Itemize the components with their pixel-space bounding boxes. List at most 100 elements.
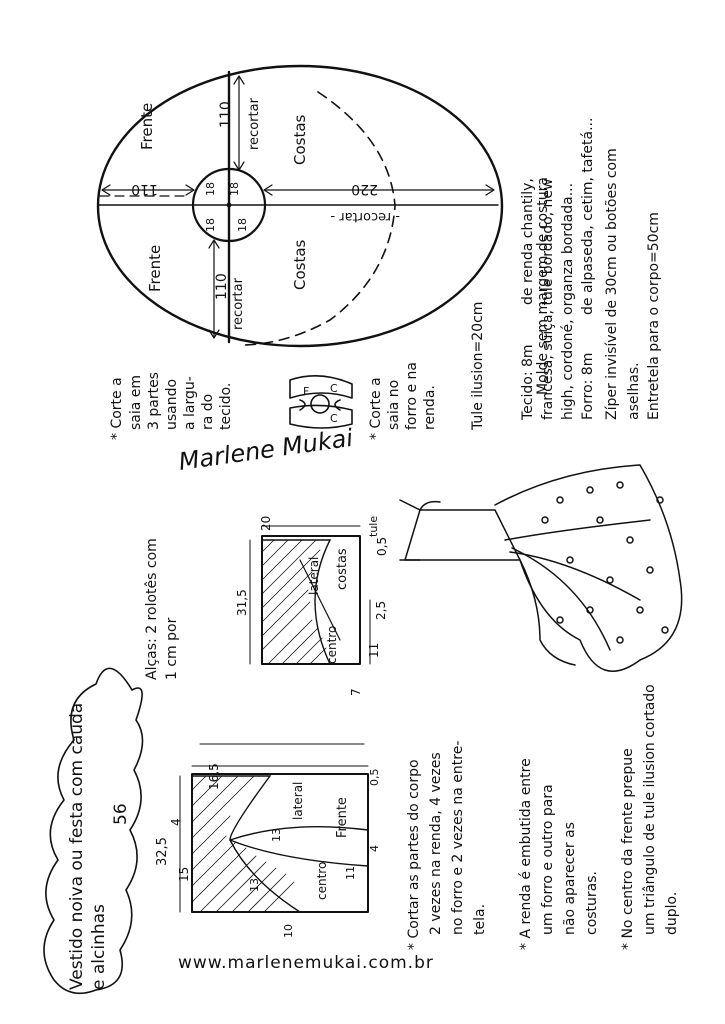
costas-dashed-curve	[239, 91, 396, 346]
front-measure-13-a: 13	[248, 878, 261, 892]
forro-amount: Forro: 8m	[580, 353, 596, 420]
cut-skirt-line-7: tecido.	[218, 383, 234, 430]
back-label-lateral: lateral	[307, 557, 321, 595]
lace-line-3: não aparecer as	[562, 822, 578, 935]
forro-line-b: de alpaseda, cetim, tafetá...	[580, 118, 596, 315]
cut-parts-line-2: 2 vezes na renda, 4 vezes	[428, 752, 444, 935]
front-measure-05: 0,5	[368, 769, 381, 787]
lining-line-3: forro e na	[404, 362, 420, 430]
waist-center-dot	[226, 202, 232, 208]
mini-label-f: F	[303, 385, 309, 398]
lace-note: * A renda é embutida entre um forro e ou…	[518, 758, 600, 950]
lining-line-4: renda.	[422, 385, 438, 430]
measure-18-b: 18	[228, 182, 241, 196]
cut-skirt-line-2: saia em	[128, 375, 144, 430]
title-line-2: e alcinhas	[89, 904, 109, 990]
straps-line-2: 1 cm por	[164, 617, 180, 680]
cut-skirt-note: * Corte a saia em 3 partes usando a larg…	[109, 372, 234, 440]
back-label-costas: costas	[335, 548, 350, 590]
mini-label-c2: C	[330, 412, 338, 425]
website-url: www.marlenemukai.com.br	[178, 953, 434, 973]
waist-circle	[191, 167, 267, 243]
cut-skirt-line-1: * Corte a	[109, 377, 125, 440]
lace-line-1: * A renda é embutida entre	[518, 758, 534, 950]
cut-parts-line-1: * Cortar as partes do corpo	[406, 759, 422, 950]
front-measure-11: 11	[344, 866, 357, 880]
center-line-3: duplo.	[664, 892, 680, 935]
dress-tule-label: tule	[367, 516, 380, 537]
cut-skirt-line-4: usando	[164, 379, 180, 430]
back-measure-315: 31,5	[235, 589, 249, 616]
cut-parts-note: * Cortar as partes do corpo 2 vezes na r…	[406, 741, 488, 950]
measure-18-d: 18	[236, 218, 249, 232]
materials-list: Tule ilusion=20cm Tecido: 8m de renda ch…	[470, 118, 662, 431]
measure-18-a: 18	[204, 182, 217, 196]
mini-skirt-diagram	[289, 375, 353, 429]
lining-line-2: saia no	[386, 380, 402, 430]
measure-110-top: 110	[218, 101, 234, 128]
front-hatched-area	[191, 775, 303, 913]
back-hatching	[261, 539, 327, 665]
cut-parts-line-3: no forro e 2 vezes na entre-	[450, 741, 466, 935]
dress-illustration	[399, 464, 683, 672]
center-line-1: * No centro da frente prepue	[620, 748, 636, 950]
skirt-outline	[96, 64, 504, 348]
front-measure-13-b: 13	[270, 828, 283, 842]
label-recortar-right: - recortar -	[330, 209, 400, 224]
cut-skirt-line-6: ra do	[200, 394, 216, 430]
bodice-back-pattern	[249, 525, 371, 665]
measure-18-c: 18	[204, 218, 217, 232]
back-label-centro: centro	[325, 626, 339, 664]
front-label-centro: centro	[315, 862, 329, 900]
ziper-line: Zíper invisível de 30cm ou botões com	[604, 148, 620, 420]
label-costas-bottom: Costas	[291, 239, 309, 290]
measure-110-left: 110	[131, 181, 158, 197]
cut-skirt-line-5: a largu-	[182, 376, 198, 430]
center-front-note: * No centro da frente prepue um triângul…	[620, 684, 680, 950]
label-recortar-top: recortar	[247, 97, 262, 150]
tecido-amount: Tecido: 8m	[520, 344, 536, 421]
label-frente-top: Frente	[138, 103, 156, 150]
designer-signature: Marlene Mukai	[177, 424, 355, 476]
front-measure-15: 15	[177, 867, 191, 882]
cut-parts-line-4: tela.	[472, 904, 488, 935]
renda-line-a: de renda chantily,	[520, 178, 536, 305]
renda-line-b: francesa, suíça, tule bordado, new	[540, 179, 556, 421]
entretela-line: Entretela para o corpo=50cm	[646, 212, 662, 420]
lining-line-1: * Corte a	[368, 377, 384, 440]
straps-line-1: Alças: 2 rolotês com	[144, 538, 160, 680]
back-hatched-area	[261, 539, 332, 665]
front-measure-165: 16,5	[207, 763, 221, 790]
lace-line-4: costuras.	[584, 871, 600, 935]
lace-line-2: um forro e outro para	[540, 784, 556, 935]
back-measure-25: 2,5	[374, 601, 388, 620]
ziper-line-b: aselhas.	[626, 362, 642, 420]
label-costas-top: Costas	[291, 114, 309, 165]
skirt-note: Molde sem margem de costura	[535, 177, 551, 395]
lining-note: * Corte a saia no forro e na renda.	[368, 362, 438, 440]
front-label-frente: Frente	[335, 797, 350, 838]
measure-110-bottom: 110	[214, 273, 230, 300]
back-measure-11: 11	[367, 643, 381, 658]
bodice-front-pattern	[179, 743, 369, 913]
front-measure-4-top: 4	[169, 818, 183, 826]
front-measure-10: 10	[282, 924, 295, 938]
label-frente-bottom: Frente	[146, 245, 164, 292]
title-number: 56	[111, 803, 131, 825]
mini-label-c1: C	[330, 382, 338, 395]
renda-line-c: high, cordoné, organza bordada...	[560, 183, 576, 420]
cut-skirt-line-3: 3 partes	[146, 372, 162, 430]
front-measure-325: 32,5	[155, 837, 170, 866]
front-label-lateral: lateral	[291, 782, 305, 820]
measure-220-right: 220	[351, 181, 378, 197]
back-measure-7: 7	[349, 688, 363, 696]
center-line-2: um triângulo de tule ilusion cortado	[642, 684, 658, 935]
skirt-pattern: Frente Frente Costas Costas recortar rec…	[96, 64, 504, 348]
front-pattern-outline	[191, 773, 369, 913]
label-recortar-bottom: recortar	[231, 277, 246, 330]
back-measure-05: 0,5	[375, 537, 389, 556]
tule-amount: Tule ilusion=20cm	[470, 302, 486, 431]
back-measure-20: 20	[259, 516, 273, 531]
